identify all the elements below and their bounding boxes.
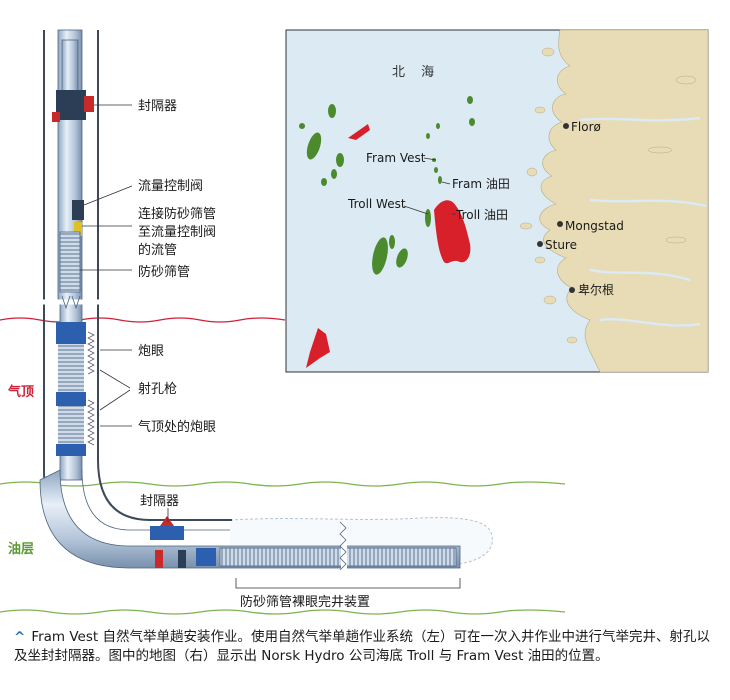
map-field-troll-oil: Troll 油田: [455, 208, 508, 222]
map-field-troll-west: Troll West: [347, 197, 406, 211]
label-packer-bottom: 封隔器: [140, 494, 179, 509]
town-markers: [537, 123, 575, 293]
map-place-mongstad: Mongstad: [565, 219, 624, 233]
flow-control-valve: [72, 200, 84, 236]
perforating-gun: [56, 322, 86, 456]
gas-cap-boundary: [0, 317, 286, 323]
label-connect-line-3: 的流管: [138, 242, 177, 258]
caption-text: Fram Vest 自然气举单趟安装作业。使用自然气举单趟作业系统（左）可在一次…: [14, 629, 710, 664]
caret-up-icon: ^: [14, 629, 26, 645]
label-gas-cap-perforation: 气顶处的炮眼: [138, 419, 216, 435]
oil-fields: [299, 96, 475, 275]
figure-caption: ^Fram Vest 自然气举单趟安装作业。使用自然气举单趟作业系统（左）可在一…: [14, 628, 720, 666]
label-packer-top: 封隔器: [138, 99, 177, 114]
label-sand-screen: 防砂筛管: [138, 264, 190, 280]
location-map: 北 海 Florø Mongstad Sture 卑尔根 Fram Vest F…: [285, 29, 709, 373]
map-place-bergen: 卑尔根: [578, 282, 614, 297]
label-perforating-gun: 射孔枪: [138, 381, 177, 397]
leader-lines: [80, 104, 461, 589]
label-connect-line-2: 至流量控制阀: [138, 225, 216, 240]
label-connect-line-1: 连接防砂筛管: [138, 206, 216, 222]
packer-upper: [52, 90, 94, 122]
sand-screen-vertical: [59, 231, 81, 293]
map-field-fram-vest: Fram Vest: [366, 151, 426, 165]
sand-screen-horizontal: [219, 547, 457, 567]
map-place-floro: Florø: [571, 120, 601, 134]
packer-lower: [150, 516, 186, 568]
gas-fields: [306, 124, 471, 368]
map-field-fram-oil: Fram 油田: [452, 177, 510, 191]
label-perforation: 炮眼: [138, 344, 164, 359]
label-open-hole-completion: 防砂筛管裸眼完井装置: [240, 594, 370, 610]
zone-gas-cap: 气顶: [8, 384, 34, 400]
map-sea-label: 北 海: [392, 65, 440, 80]
zone-oil-layer: 油层: [8, 541, 34, 557]
label-flow-control-valve: 流量控制阀: [138, 179, 203, 194]
oil-layer-boundary: [0, 481, 566, 615]
perforation-holes: [87, 331, 95, 446]
map-place-sture: Sture: [545, 238, 577, 252]
